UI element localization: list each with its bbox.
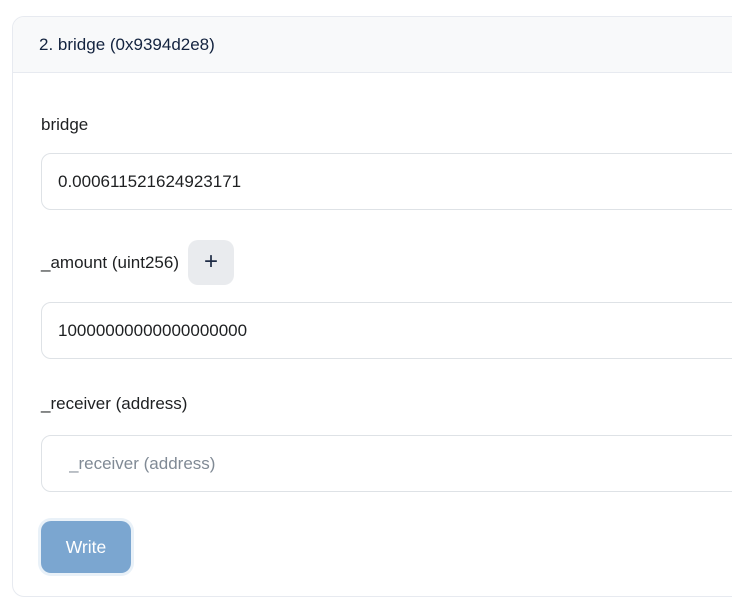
write-contract-function-card: 2. bridge (0x9394d2e8) bridge _amount (u… bbox=[12, 16, 732, 597]
function-form: bridge _amount (uint256) + _receiver (ad… bbox=[13, 73, 732, 573]
receiver-label: _receiver (address) bbox=[41, 394, 188, 413]
amount-label-row: _amount (uint256) + bbox=[41, 240, 732, 285]
amount-label: _amount (uint256) bbox=[41, 252, 179, 272]
receiver-input[interactable] bbox=[41, 435, 732, 492]
payable-amount-input[interactable] bbox=[41, 153, 732, 210]
function-accordion-header[interactable]: 2. bridge (0x9394d2e8) bbox=[13, 17, 732, 73]
add-value-button[interactable]: + bbox=[187, 240, 234, 285]
write-button[interactable]: Write bbox=[41, 521, 131, 573]
function-title: 2. bridge (0x9394d2e8) bbox=[39, 34, 215, 54]
amount-input[interactable] bbox=[41, 302, 732, 359]
payable-amount-label: bridge bbox=[41, 115, 89, 134]
plus-icon: + bbox=[203, 247, 218, 275]
